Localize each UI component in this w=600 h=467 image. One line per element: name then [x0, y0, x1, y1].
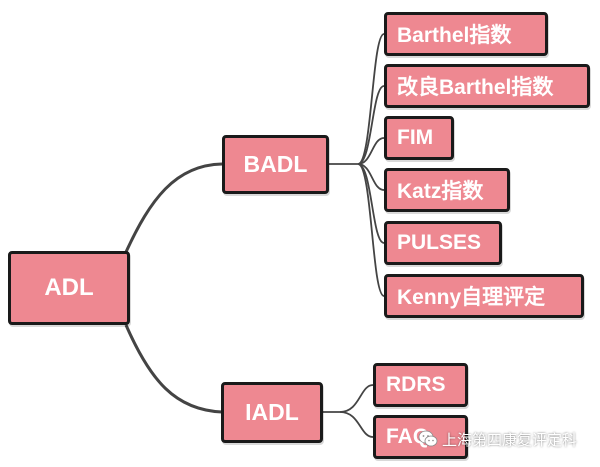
wechat-icon — [418, 430, 438, 447]
root-node-label: ADL — [44, 274, 94, 301]
branch-node-badl: BADL — [222, 135, 329, 194]
leaf-node-label: Barthel指数 — [397, 24, 512, 47]
root-node-adl: ADL — [8, 251, 130, 325]
leaf-node-barthel: Barthel指数 — [384, 12, 548, 56]
leaf-node-label: 改良Barthel指数 — [397, 76, 554, 99]
leaf-node-pulses: PULSES — [384, 221, 502, 265]
branch-node-label: BADL — [243, 151, 308, 177]
leaf-node-katz: Katz指数 — [384, 168, 510, 212]
leaf-node-label: FIM — [397, 126, 434, 149]
branch-node-iadl: IADL — [221, 382, 323, 443]
leaf-node-label: RDRS — [386, 373, 446, 396]
watermark: 上海第四康复评定科 — [418, 427, 577, 451]
leaf-node-label: PULSES — [397, 231, 482, 254]
leaf-node-kenny: Kenny自理评定 — [384, 274, 584, 318]
leaf-node-label: Kenny自理评定 — [397, 286, 546, 309]
watermark-text: 上海第四康复评定科 — [442, 431, 578, 449]
leaf-node-rdrs: RDRS — [373, 363, 468, 407]
leaf-node-fim: FIM — [384, 116, 454, 160]
connector-iadl-bracket — [323, 384, 374, 438]
connector-adl-iadl — [124, 324, 223, 414]
connector-badl-bracket — [329, 33, 385, 297]
leaf-node-modified-barthel: 改良Barthel指数 — [384, 64, 590, 108]
leaf-node-label: FAQ — [386, 425, 430, 448]
leaf-node-label: Katz指数 — [397, 180, 484, 203]
connector-adl-badl — [124, 162, 223, 253]
branch-node-label: IADL — [245, 399, 299, 425]
